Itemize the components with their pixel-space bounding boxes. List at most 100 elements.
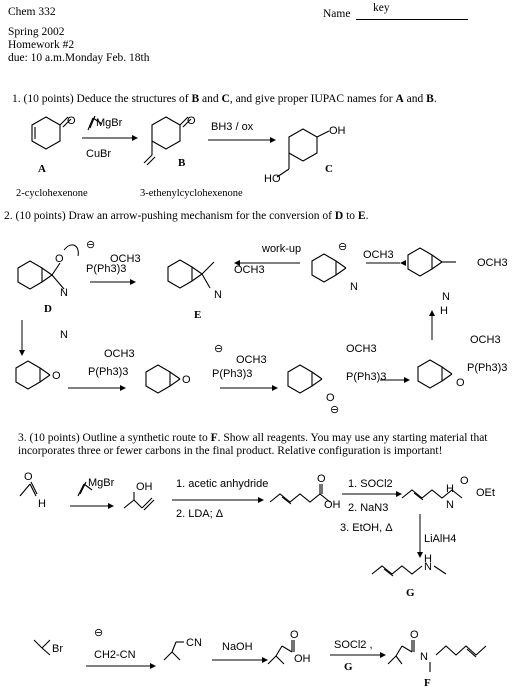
svg-text:O: O: [460, 475, 469, 487]
label-g-1: G: [406, 587, 415, 599]
svg-text:N: N: [446, 499, 454, 511]
svg-text:⊖: ⊖: [330, 404, 339, 416]
name-a: 2-cyclohexenone: [16, 188, 88, 199]
mgbr-reagent: MgBr: [96, 117, 123, 129]
amide-f: [387, 640, 487, 672]
name-field[interactable]: [356, 8, 468, 20]
epoxide-1: [15, 360, 51, 390]
label-d: D: [44, 303, 52, 315]
ylide-och3-3: OCH3: [236, 354, 267, 366]
svg-text:N: N: [350, 281, 358, 293]
epoxide-2: [145, 364, 181, 394]
svg-text:OH: OH: [136, 481, 153, 493]
oxaphosphetane: [417, 359, 453, 389]
svg-text:H: H: [446, 483, 454, 495]
name-b: 3-ethenylcyclohexenone: [140, 188, 243, 199]
svg-text:OH: OH: [324, 499, 341, 511]
svg-text:⊖: ⊖: [338, 241, 347, 253]
q1-prompt: 1. (10 points) Deduce the structures of …: [12, 93, 437, 105]
q2-prompt: 2. (10 points) Draw an arrow-pushing mec…: [4, 210, 369, 222]
betaine-pph3: P(Ph3)3: [346, 371, 386, 383]
svg-text:N: N: [442, 291, 450, 303]
oxaphos-och3: OCH3: [470, 334, 501, 346]
alk-och3: OCH3: [477, 257, 508, 269]
svg-text:O: O: [290, 629, 299, 641]
bh3-reagent: BH3 / ox: [211, 121, 254, 133]
betaine: [287, 364, 323, 394]
nitrile: [163, 641, 184, 661]
label-b: B: [178, 157, 186, 169]
label-a: A: [38, 163, 46, 175]
work-up-label: work-up: [261, 243, 301, 255]
q3-prompt-line1: 3. (10 points) Outline a synthetic route…: [18, 432, 488, 444]
svg-text:N: N: [424, 561, 432, 573]
ylide-och3-2: OCH3: [104, 348, 135, 360]
carbamate: [401, 489, 463, 501]
svg-text:H: H: [424, 553, 432, 565]
cn-reagent: CH2-CN: [94, 649, 136, 661]
molecule-c: [276, 128, 330, 178]
allylic-alcohol: [123, 492, 155, 511]
ylide-och3-1: OCH3: [110, 253, 141, 265]
a-oxygen: O: [67, 115, 76, 127]
svg-text:O: O: [456, 377, 465, 389]
int-och3-1: OCH3: [363, 249, 394, 261]
course-label: Chem 332: [8, 6, 56, 18]
molecule-e: [167, 259, 215, 289]
socl2-reagent: 1. SOCl2: [348, 478, 393, 490]
e-n: N: [214, 289, 222, 301]
c-oh: OH: [329, 125, 346, 137]
due-label: due: 10 a.m.Monday Feb. 18th: [8, 52, 150, 64]
cubr-reagent: CuBr: [86, 148, 111, 160]
svg-text:O: O: [24, 471, 33, 483]
hexenoic-acid: [269, 484, 331, 505]
intermediate-amine: [311, 253, 347, 283]
svg-text:N: N: [60, 329, 68, 341]
svg-text:⊖: ⊖: [86, 239, 95, 251]
svg-text:OH: OH: [294, 653, 311, 665]
oxaphos-pph3: P(Ph3)3: [467, 362, 507, 374]
step1-reagent: 1. acetic anhydride: [176, 478, 268, 490]
amine-g: [371, 565, 447, 577]
svg-text:CN: CN: [186, 637, 202, 649]
lialh4-reagent: LiAlH4: [424, 533, 456, 545]
d-oh: O: [55, 253, 64, 265]
b-oxygen: O: [187, 115, 196, 127]
svg-text:H: H: [38, 498, 46, 510]
nan3-reagent: 2. NaN3: [348, 502, 388, 514]
isopropyl-bromide: [33, 639, 51, 656]
svg-text:⊖: ⊖: [214, 343, 223, 355]
assignment-label: Homework #2: [8, 39, 75, 51]
naoh-reagent: NaOH: [222, 641, 253, 653]
ylide-pph3-3: P(Ph3)3: [212, 368, 252, 380]
vinyl-grignard: [87, 115, 103, 131]
molecule-a: [31, 116, 72, 150]
label-g-2: G: [344, 661, 353, 673]
svg-text:H: H: [440, 305, 448, 317]
svg-text:O: O: [317, 473, 326, 485]
vinyl-grignard-2: [77, 481, 93, 497]
c-ho: HO: [264, 173, 281, 185]
ylide-pph3-1: P(Ph3)3: [86, 263, 126, 275]
step2-reagent: 2. LDA; Δ: [176, 508, 224, 520]
e-och3: OCH3: [234, 264, 265, 276]
acetaldehyde: [19, 481, 38, 497]
svg-text:O: O: [326, 392, 335, 404]
label-f: F: [424, 677, 431, 689]
name-label: Name: [323, 8, 351, 20]
svg-text:Br: Br: [52, 643, 63, 655]
molecule-b: [143, 116, 192, 166]
svg-text:OEt: OEt: [476, 487, 495, 499]
mgbr-reagent-2: MgBr: [88, 477, 115, 489]
label-c: C: [325, 163, 333, 175]
svg-text:N: N: [420, 651, 428, 663]
ylide-pph3-2: P(Ph3)3: [88, 366, 128, 378]
etoh-reagent: 3. EtOH, Δ: [340, 522, 393, 534]
q3-prompt-line2: incorporates three or fewer carbons in t…: [18, 445, 443, 457]
socl2-g-reagent: SOCl2 ,: [334, 639, 373, 651]
label-e: E: [194, 309, 201, 321]
term-label: Spring 2002: [8, 26, 65, 38]
